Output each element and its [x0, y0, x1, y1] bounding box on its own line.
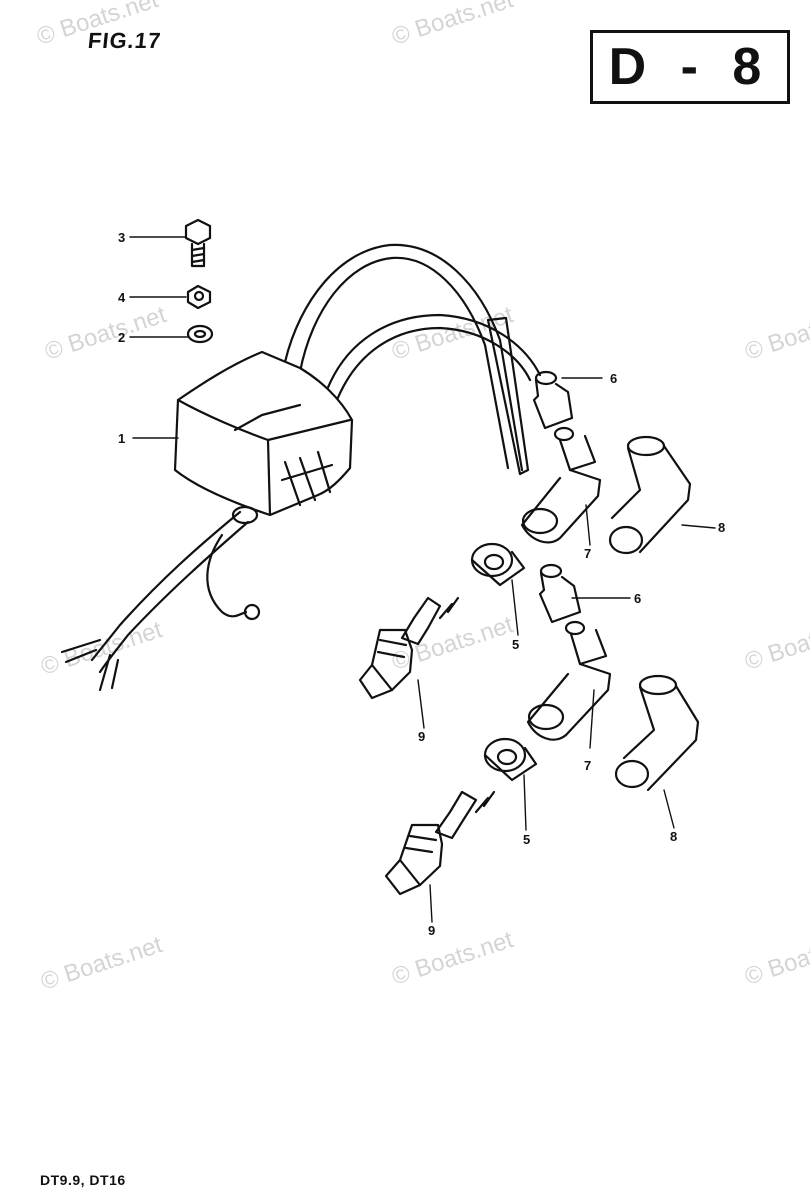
section-code: D - 8	[608, 38, 772, 96]
boot-cover-lower	[614, 674, 700, 792]
terminal-cap-upper	[520, 370, 602, 544]
nut	[186, 284, 212, 310]
callout-8: 8	[670, 829, 677, 844]
spark-plug-lower	[384, 790, 496, 896]
terminal-cap-lower	[526, 563, 612, 741]
model-label: DT9.9, DT16	[40, 1172, 126, 1188]
callout-4: 4	[118, 290, 126, 305]
callout-3: 3	[118, 230, 125, 245]
grommet-upper	[470, 542, 526, 587]
callout-9: 9	[418, 729, 425, 744]
callout-2: 2	[118, 330, 125, 345]
callout-6: 6	[610, 371, 617, 386]
spark-plug-upper	[358, 596, 460, 700]
watermark: © Boats.net	[742, 926, 810, 991]
watermarks: © Boats.net © Boats.net © Boats.net © Bo…	[34, 0, 810, 996]
callout-8: 8	[718, 520, 725, 535]
grommet-lower	[483, 737, 538, 782]
section-code-box: D - 8	[590, 30, 790, 104]
callout-6: 6	[634, 591, 641, 606]
ignition-coil	[173, 350, 354, 525]
bolt	[184, 218, 212, 268]
callout-7: 7	[584, 546, 591, 561]
washer	[186, 324, 214, 344]
watermark: © Boats.net	[389, 926, 517, 991]
callout-9: 9	[428, 923, 435, 938]
callout-1: 1	[118, 431, 125, 446]
callout-5: 5	[512, 637, 519, 652]
callout-7: 7	[584, 758, 591, 773]
watermark: © Boats.net	[742, 301, 810, 366]
watermark: © Boats.net	[389, 0, 517, 51]
watermark: © Boats.net	[742, 611, 810, 676]
high-tension-cables	[283, 243, 542, 476]
callout-numbers: 1 2 3 4 5 5 6 6 7 7 8 8 9 9	[118, 230, 725, 938]
callout-5: 5	[523, 832, 530, 847]
watermark: © Boats.net	[42, 301, 170, 366]
watermark: © Boats.net	[389, 611, 517, 676]
figure-label: FIG.17	[86, 28, 163, 53]
primary-wires	[60, 510, 261, 692]
leader-lines	[129, 236, 716, 923]
watermark: © Boats.net	[38, 931, 166, 996]
boot-cover-upper	[608, 435, 692, 555]
